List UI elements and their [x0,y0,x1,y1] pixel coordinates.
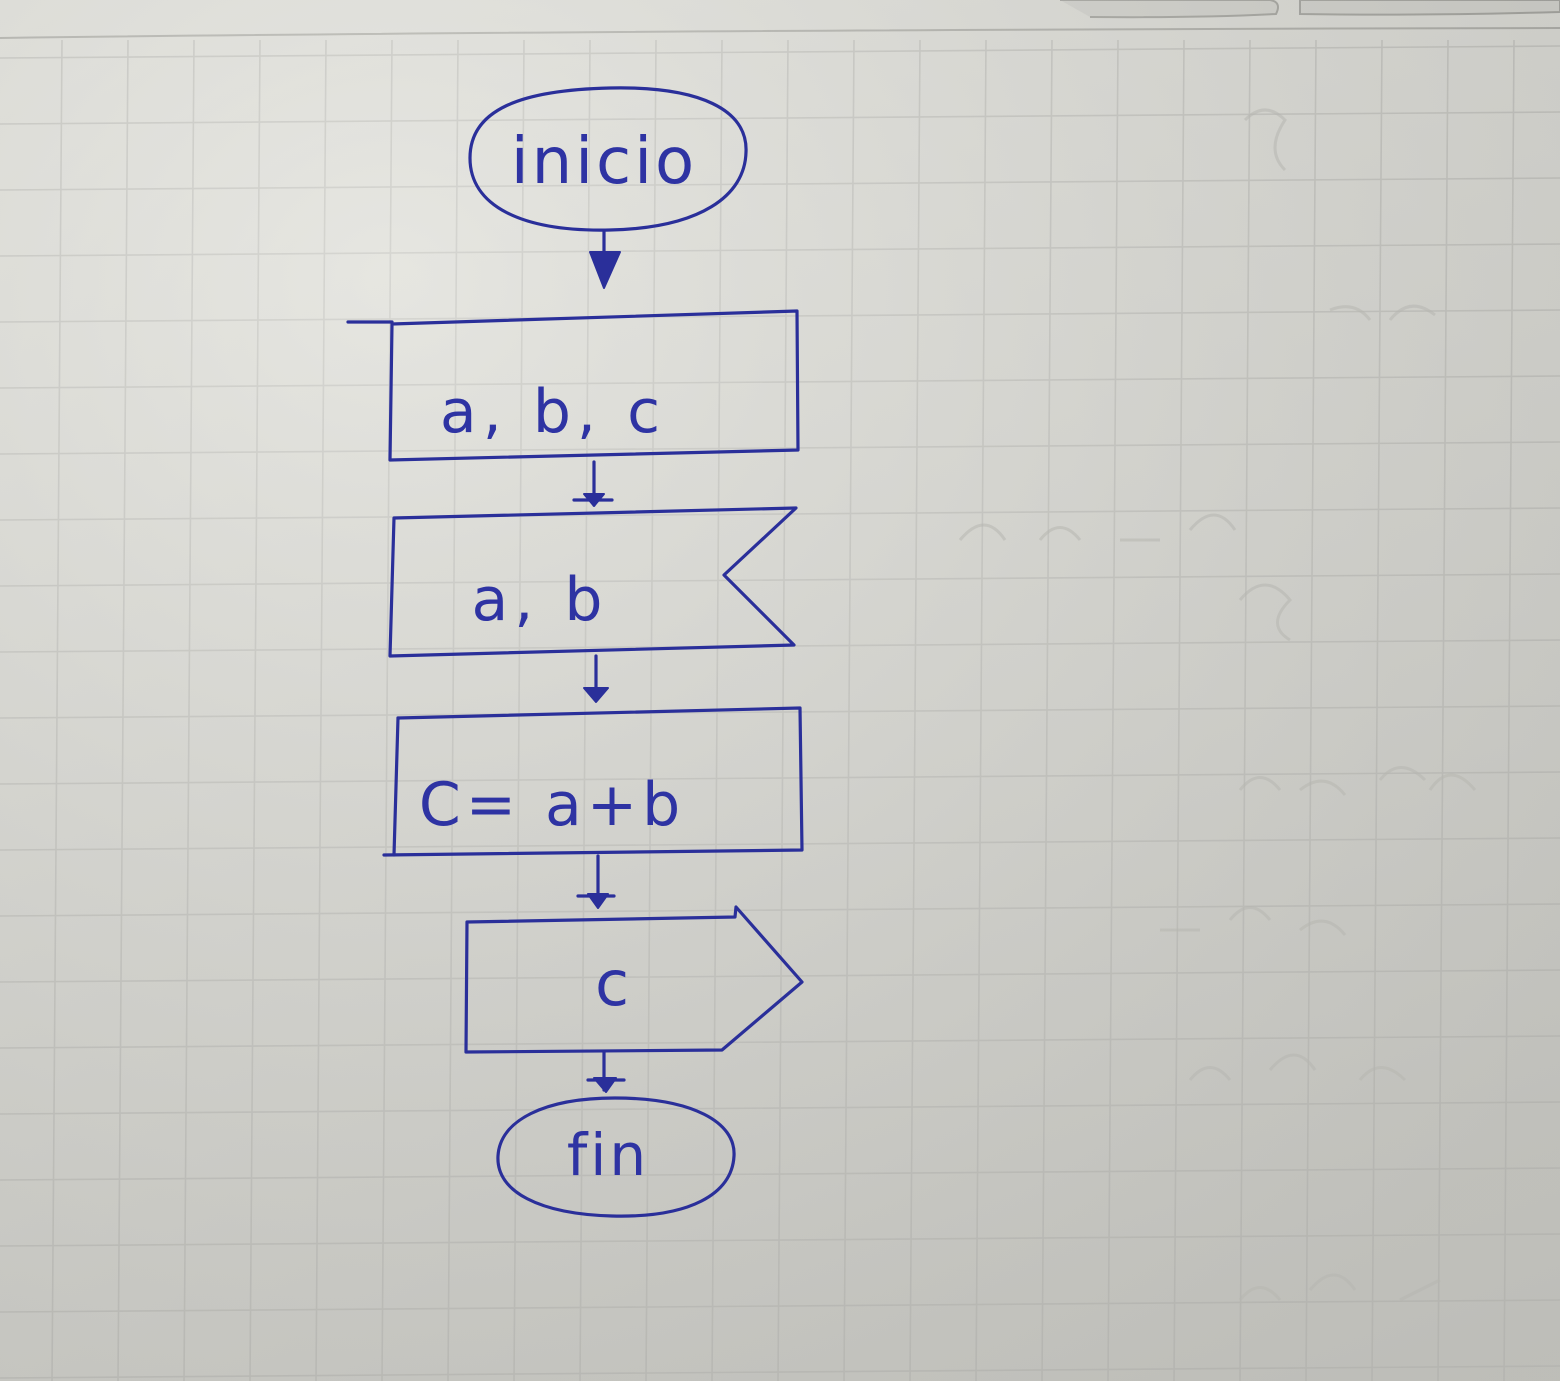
process-label: C= a+b [419,770,685,840]
input-label: a, b [472,565,609,635]
arrow-declare-to-input [572,460,614,507]
bleed-through-marks [958,108,1477,1302]
arrow-start-to-declare [589,230,621,289]
start-label: inicio [511,125,697,199]
arrow-process-to-output [576,854,616,909]
start-ellipse [468,86,748,232]
arrow-input-to-process [583,654,609,703]
process-rectangle [382,706,804,857]
arrow-output-to-end [586,1050,626,1093]
input-box: a, b [388,506,798,658]
process-box: C= a+b [382,706,804,857]
declare-box: a, b, c [388,309,800,462]
start-terminal: inicio [468,86,748,232]
input-shape [388,506,798,658]
declare-rectangle [388,309,800,462]
end-ellipse [496,1096,736,1218]
output-label: c [595,947,629,1020]
end-label: fin [567,1121,649,1189]
output-shape [464,905,804,1054]
output-box: c [464,905,804,1054]
declare-label: a, b, c [440,377,666,447]
end-terminal: fin [496,1096,736,1218]
